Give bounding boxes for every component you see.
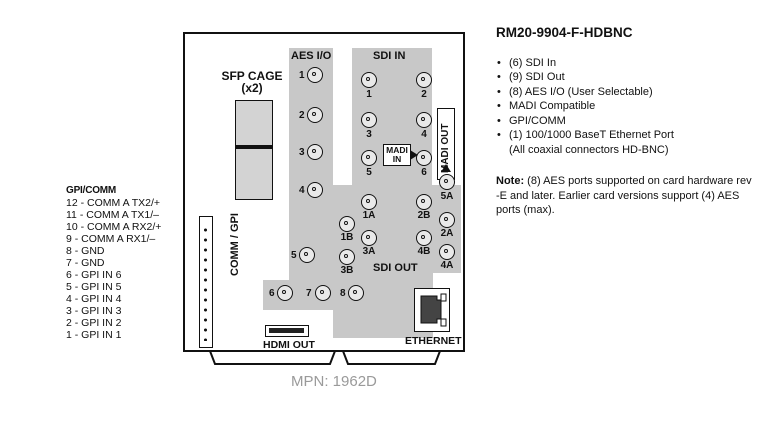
aes-port-1-connector[interactable]	[307, 67, 323, 83]
sdi-in-label: 4	[421, 129, 427, 140]
sdi-in-2-connector[interactable]	[416, 72, 432, 88]
feature-item: MADI Compatible	[496, 99, 758, 114]
sdi-out-5a-connector[interactable]	[439, 174, 455, 190]
sdi-out-4b-connector[interactable]	[416, 230, 432, 246]
note: Note: (8) AES ports supported on card ha…	[496, 174, 758, 218]
sdi-out-label: 1A	[362, 210, 376, 221]
sdi-out-4a-connector[interactable]	[439, 244, 455, 260]
sdi-out-3b-connector[interactable]	[339, 249, 355, 265]
sdi-in-label: 3	[366, 129, 372, 140]
sdi-in-3-connector[interactable]	[361, 112, 377, 128]
aes-port-6-connector[interactable]	[277, 285, 293, 301]
pin-row: 1 - GPI IN 1	[66, 329, 122, 341]
sdi-out-label: 1B	[340, 232, 354, 243]
ethernet-port[interactable]	[414, 288, 450, 332]
sdi-in-label: 5	[366, 167, 372, 178]
sdi-out-label: 5A	[440, 191, 454, 202]
aes-port-label: 6	[269, 288, 275, 299]
aes-port-label: 1	[299, 70, 305, 81]
feature-item: (1) 100/1000 BaseT Ethernet Port	[496, 128, 758, 143]
pin-row: 12 - COMM A TX2/+	[66, 197, 161, 209]
mpn-label: MPN: 1962D	[291, 373, 377, 390]
sdi-out-2b-connector[interactable]	[416, 194, 432, 210]
model-number: RM20-9904-F-HDBNC	[496, 25, 633, 40]
sdi-out-1b-connector[interactable]	[339, 216, 355, 232]
pin-row: 6 - GPI IN 6	[66, 269, 122, 281]
pin-row: 3 - GPI IN 3	[66, 305, 122, 317]
sdi-in-label: 2	[421, 89, 427, 100]
aes-io-region	[289, 48, 333, 310]
aes-port-2-connector[interactable]	[307, 107, 323, 123]
hdmi-slot	[269, 328, 304, 333]
madi-out-arrow-icon	[441, 164, 451, 172]
pin-row: 10 - COMM A RX2/+	[66, 221, 162, 233]
aes-port-5-connector[interactable]	[299, 247, 315, 263]
madi-in-box: MADI IN	[383, 144, 411, 166]
sdi-out-3a-connector[interactable]	[361, 230, 377, 246]
gpi-comm-heading: GPI/COMM	[66, 185, 117, 196]
aes-port-8-connector[interactable]	[348, 285, 364, 301]
sdi-in-title: SDI IN	[373, 50, 406, 62]
aes-port-3-connector[interactable]	[307, 144, 323, 160]
aes-port-label: 2	[299, 110, 305, 121]
sdi-out-label: 3A	[362, 246, 376, 257]
sdi-out-label: 3B	[340, 265, 354, 276]
info-panel: RM20-9904-F-HDBNC (6) SDI In (9) SDI Out…	[496, 25, 758, 218]
madi-in-label-bottom: IN	[392, 154, 402, 164]
aes-port-label: 4	[299, 185, 305, 196]
pin-row: 8 - GND	[66, 245, 105, 257]
rj45-jack-icon	[420, 293, 447, 327]
sdi-out-label: 4B	[417, 246, 431, 257]
aes-io-title: AES I/O	[291, 50, 332, 62]
note-text: (8) AES ports supported on card hardware…	[496, 175, 752, 216]
sfp-cage-count: (x2)	[241, 81, 263, 95]
ethernet-label: ETHERNET	[405, 335, 462, 347]
sdi-out-1a-connector[interactable]	[361, 194, 377, 210]
pin-row: 11 - COMM A TX1/–	[66, 209, 159, 221]
feature-item: (9) SDI Out	[496, 70, 758, 85]
sfp-divider	[236, 145, 272, 149]
sdi-in-1-connector[interactable]	[361, 72, 377, 88]
header-pins	[204, 225, 207, 341]
aes-port-label: 5	[291, 250, 297, 261]
pin-row: 2 - GPI IN 2	[66, 317, 122, 329]
pin-row: 4 - GPI IN 4	[66, 293, 122, 305]
aes-port-4-connector[interactable]	[307, 182, 323, 198]
aes-port-label: 3	[299, 147, 305, 158]
madi-in-arrow-icon	[410, 150, 418, 160]
feature-item: GPI/COMM	[496, 114, 758, 129]
feature-list: (6) SDI In (9) SDI Out (8) AES I/O (User…	[496, 56, 758, 158]
rear-module-board: SFP CAGE (x2) COMM / GPI AES I/O 1 2 3 4…	[183, 32, 465, 352]
sdi-in-label: 6	[421, 167, 427, 178]
feature-item: (6) SDI In	[496, 56, 758, 71]
aes-port-7-connector[interactable]	[315, 285, 331, 301]
sdi-in-4-connector[interactable]	[416, 112, 432, 128]
board-edge-tabs	[209, 350, 441, 365]
comm-gpi-header	[199, 216, 213, 348]
sdi-in-6-connector[interactable]	[416, 150, 432, 166]
sdi-out-label: 2B	[417, 210, 431, 221]
feature-item-continued: (All coaxial connectors HD-BNC)	[496, 143, 758, 158]
madi-in-label-top: MADI	[386, 145, 408, 155]
feature-subtext: (All coaxial connectors HD-BNC)	[509, 143, 669, 156]
note-label: Note:	[496, 175, 525, 187]
sdi-in-label: 1	[366, 89, 372, 100]
sdi-out-label: 2A	[440, 228, 454, 239]
sdi-out-label: 4A	[440, 260, 454, 271]
sdi-out-title: SDI OUT	[373, 262, 418, 274]
sdi-out-2a-connector[interactable]	[439, 212, 455, 228]
hdmi-label: HDMI OUT	[263, 339, 315, 351]
hdmi-port[interactable]	[265, 325, 309, 337]
sdi-in-5-connector[interactable]	[361, 150, 377, 166]
aes-port-label: 8	[340, 288, 346, 299]
pin-row: 9 - COMM A RX1/–	[66, 233, 156, 245]
comm-gpi-label: COMM / GPI	[229, 213, 241, 276]
sfp-cage-title: SFP CAGE	[221, 69, 283, 83]
gpi-comm-pinout: GPI/COMM 12 - COMM A TX2/+ 11 - COMM A T…	[66, 185, 206, 341]
pin-row: 7 - GND	[66, 257, 105, 269]
sfp-cage	[235, 100, 273, 200]
aes-port-label: 7	[306, 288, 312, 299]
feature-item: (8) AES I/O (User Selectable)	[496, 85, 758, 100]
pin-row: 5 - GPI IN 5	[66, 281, 122, 293]
